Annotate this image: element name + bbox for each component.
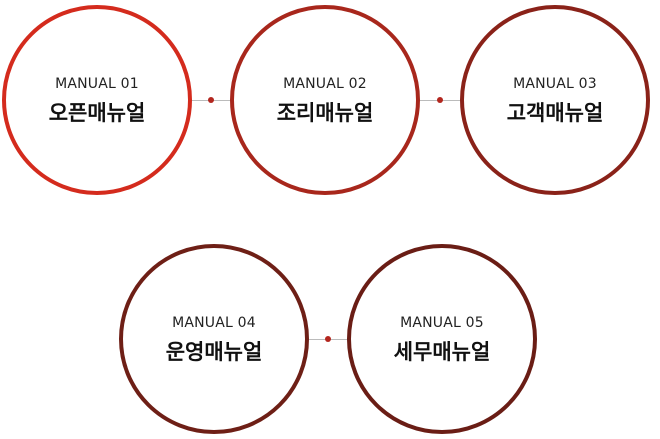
manual-01-button[interactable]: MANUAL 01 오픈매뉴얼	[2, 5, 192, 195]
manual-02-code: MANUAL 02	[283, 75, 367, 92]
manual-02-button[interactable]: MANUAL 02 조리매뉴얼	[230, 5, 420, 195]
manual-02-title: 조리매뉴얼	[276, 100, 374, 125]
connector-dot	[437, 97, 443, 103]
manual-03-title: 고객매뉴얼	[506, 100, 604, 125]
manual-04-title: 운영매뉴얼	[165, 339, 263, 364]
manual-05-title: 세무매뉴얼	[393, 339, 491, 364]
manual-05-button[interactable]: MANUAL 05 세무매뉴얼	[347, 244, 537, 434]
manual-05-code: MANUAL 05	[400, 314, 484, 331]
connector-04-05	[309, 336, 347, 342]
connector-dot	[208, 97, 214, 103]
manual-04-button[interactable]: MANUAL 04 운영매뉴얼	[119, 244, 309, 434]
manual-03-code: MANUAL 03	[513, 75, 597, 92]
connector-02-03	[420, 97, 460, 103]
manual-01-code: MANUAL 01	[55, 75, 139, 92]
manual-03-button[interactable]: MANUAL 03 고객매뉴얼	[460, 5, 650, 195]
manual-04-code: MANUAL 04	[172, 314, 256, 331]
connector-01-02	[192, 97, 230, 103]
manual-01-title: 오픈매뉴얼	[48, 100, 146, 125]
connector-dot	[325, 336, 331, 342]
